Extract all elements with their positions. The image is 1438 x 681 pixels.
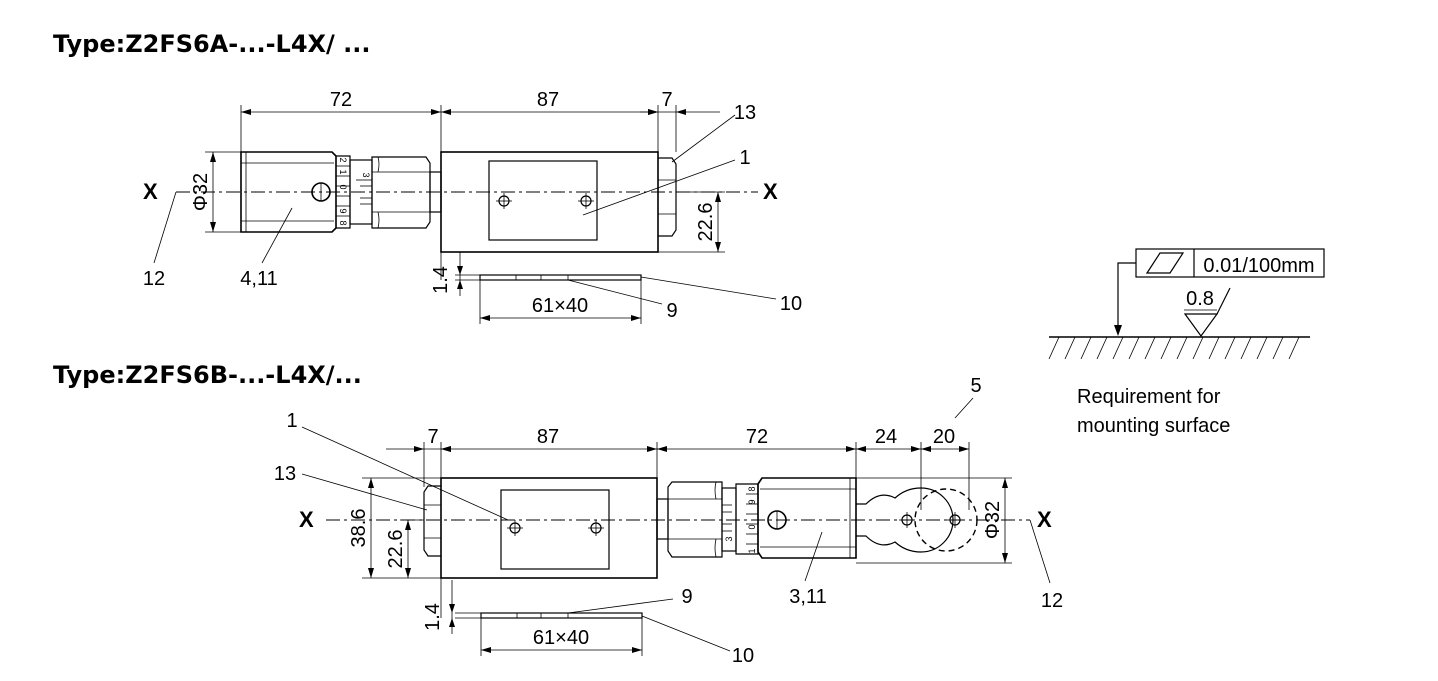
mounting-caption-line2: mounting surface (1077, 415, 1230, 437)
dim-b-7-label: 7 (427, 426, 438, 448)
svg-text:9: 9 (747, 499, 757, 504)
axis-label-a-left: X (143, 179, 158, 204)
dim-b-24-label: 24 (875, 426, 897, 448)
svg-text:0: 0 (747, 524, 757, 529)
callout-b-13: 13 (274, 463, 296, 485)
dim-b-20: 20 (921, 426, 969, 452)
dim-b-22-6: 22.6 (385, 519, 424, 578)
svg-text:1: 1 (747, 548, 757, 553)
seal-plate-b (480, 612, 643, 619)
mounting-hole-a1 (496, 193, 512, 209)
mounting-hole-b2 (588, 520, 604, 536)
view-b: 7 87 72 24 20 (274, 375, 1063, 667)
svg-text:9: 9 (338, 208, 348, 213)
nameplate-b (500, 489, 610, 570)
valve-body-b (440, 477, 658, 579)
surface-hatch (1048, 336, 1300, 360)
mounting-caption-line1: Requirement for (1077, 386, 1221, 408)
roughness-symbol-icon (1183, 313, 1219, 338)
dim-a-plate-label: 61×40 (532, 295, 588, 317)
callout-a-12: 12 (143, 268, 165, 290)
seal-plate-a (479, 274, 642, 281)
adjuster-knob-a: 2 1 0 9 8 3 (240, 151, 442, 233)
callout-a-13: 13 (734, 102, 756, 124)
callout-a-1: 1 (739, 147, 750, 169)
mounting-hole-a2 (578, 193, 594, 209)
svg-text:2: 2 (338, 157, 348, 162)
dim-a-diameter-label: Φ32 (190, 173, 212, 211)
dim-b-72: 72 (657, 426, 856, 452)
dim-a-22-6-label: 22.6 (695, 203, 717, 242)
dim-a-87: 87 (441, 89, 658, 115)
callout-b-10: 10 (732, 645, 754, 667)
title-type-b: Type:Z2FS6B-...-L4X/... (53, 361, 362, 389)
dim-b-22-6-label: 22.6 (385, 530, 407, 569)
callout-b-12: 12 (1041, 590, 1063, 612)
dim-b-1-4-label: 1.4 (422, 603, 444, 631)
dim-a-1-4: 1.4 (430, 252, 480, 296)
dim-b-87: 87 (441, 426, 657, 452)
dim-a-1-4-label: 1.4 (430, 266, 452, 294)
dim-a-72: 72 (241, 89, 441, 115)
axis-label-b-right: X (1037, 507, 1052, 532)
roughness-value: 0.8 (1186, 288, 1214, 310)
dim-b-38-6: 38.6 (348, 477, 441, 579)
callout-a-4-11: 4,11 (240, 268, 277, 290)
dim-b-20-label: 20 (933, 426, 955, 448)
dim-a-7: 7 (640, 89, 720, 115)
mounting-requirement: 0.01/100mm 0.8 Requirement for mounting … (1048, 248, 1325, 437)
dim-a-diameter: Φ32 (190, 151, 241, 233)
svg-text:3: 3 (361, 172, 371, 177)
dim-a-22-6: 22.6 (658, 191, 725, 253)
dim-b-diameter-label: Φ32 (982, 501, 1004, 539)
nameplate-a (488, 160, 598, 241)
callout-b-3-11: 3,11 (789, 586, 826, 608)
axis-label-a-right: X (763, 179, 778, 204)
dim-b-72-label: 72 (746, 426, 768, 448)
dim-a-87-label: 87 (537, 89, 559, 111)
callout-b-1: 1 (286, 410, 297, 432)
dim-b-38-6-label: 38.6 (348, 509, 370, 548)
valve-body-a (440, 151, 659, 253)
tolerance-value: 0.01/100mm (1203, 255, 1314, 277)
dim-a-7-label: 7 (661, 89, 672, 111)
callout-a-9: 9 (666, 300, 677, 322)
end-plug-b (423, 485, 441, 557)
svg-text:3: 3 (724, 536, 734, 541)
callout-a-10: 10 (780, 293, 802, 315)
title-type-a: Type:Z2FS6A-...-L4X/ ... (53, 30, 371, 58)
dim-b-1-4: 1.4 (422, 578, 481, 634)
axis-label-b-left: X (299, 507, 314, 532)
dim-b-24: 24 (856, 426, 921, 452)
view-a: 72 87 7 (143, 89, 802, 324)
svg-text:8: 8 (747, 486, 757, 491)
dim-b-diameter: Φ32 (856, 477, 1012, 564)
mounting-hole-b1 (507, 520, 523, 536)
dim-a-plate: 61×40 (479, 280, 642, 324)
dim-b-plate: 61×40 (480, 618, 643, 656)
end-plug-a (658, 157, 677, 237)
callout-b-9: 9 (681, 586, 692, 608)
flatness-symbol-icon (1145, 252, 1185, 274)
adjuster-knob-b: 3 1 0 9 8 2 (656, 477, 857, 559)
svg-text:8: 8 (338, 220, 348, 225)
dim-b-plate-label: 61×40 (533, 627, 589, 649)
dim-a-72-label: 72 (330, 89, 352, 111)
svg-text:1: 1 (338, 169, 348, 174)
callout-b-5: 5 (970, 375, 981, 397)
svg-text:0: 0 (338, 184, 348, 189)
dim-b-87-label: 87 (537, 426, 559, 448)
